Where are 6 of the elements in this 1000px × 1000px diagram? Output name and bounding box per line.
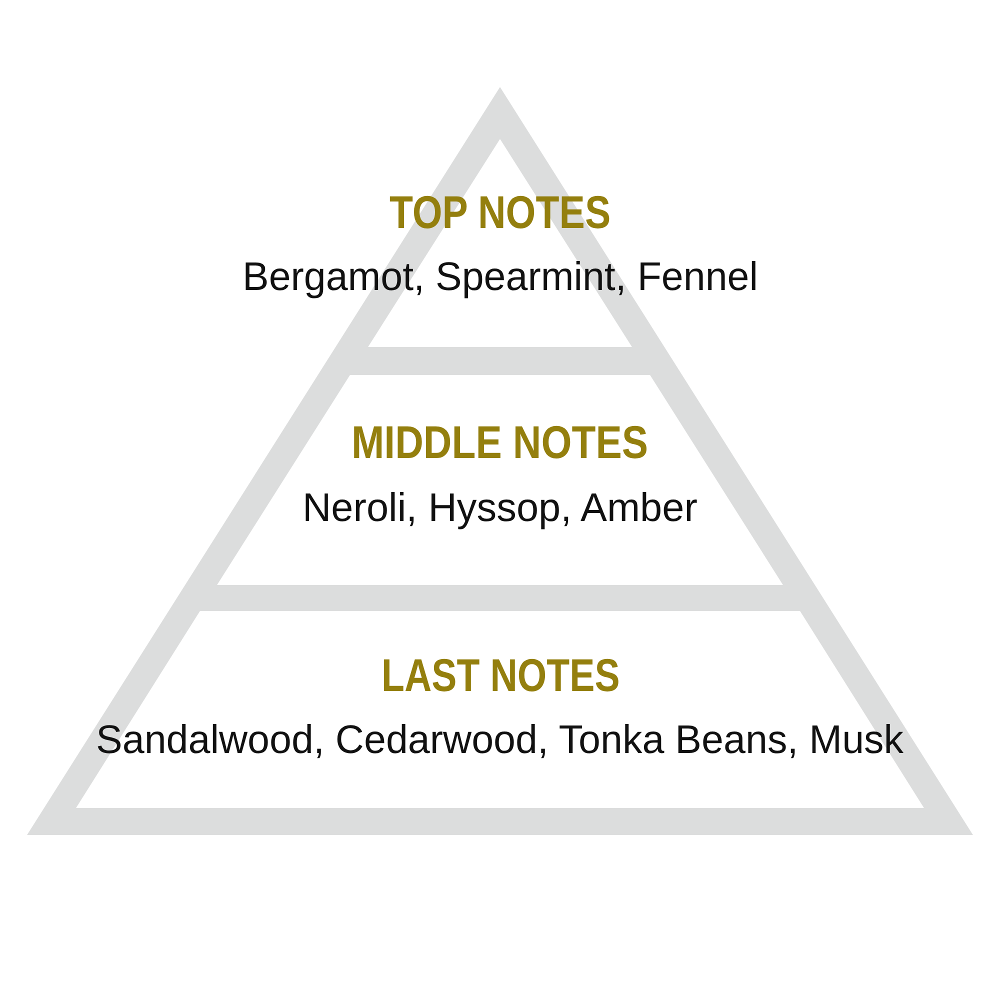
- tier-heading: MIDDLE NOTES: [351, 419, 648, 466]
- note-list: Neroli, Hyssop, Amber: [302, 488, 698, 528]
- note-list: Sandalwood, Cedarwood, Tonka Beans, Musk: [96, 720, 904, 760]
- tier-heading: LAST NOTES: [381, 652, 620, 698]
- note-list: Bergamot, Spearmint, Fennel: [242, 257, 758, 298]
- tier-heading: TOP NOTES: [390, 189, 611, 236]
